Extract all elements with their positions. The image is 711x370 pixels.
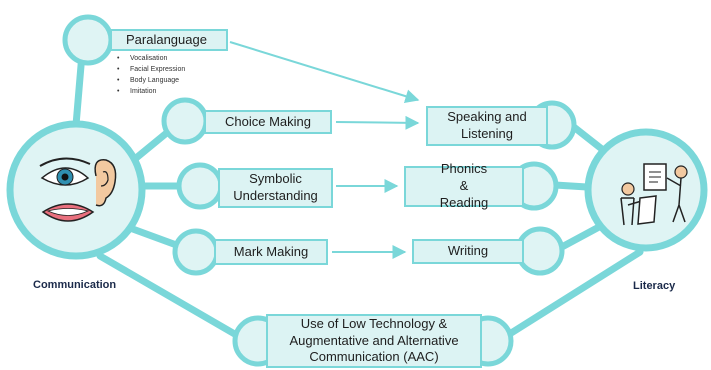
arrow-paralanguage-speaking [229,41,420,103]
list-item: Body Language [117,75,185,86]
mark-making-box: Mark Making [214,239,328,265]
arrow-choice-speaking [335,115,420,130]
eye-ear-mouth-icon [39,157,117,222]
node-circle-symbolic [176,162,224,210]
phonics-reading-box: Phonics & Reading [404,161,524,210]
paralanguage-list: Vocalisation Facial Expression Body Lang… [117,53,185,97]
paralanguage-box: Paralanguage [110,29,228,51]
symbolic-understanding-box: Symbolic Understanding [218,168,333,208]
aac-box: Use of Low Technology & Augmentative and… [266,314,482,368]
communication-label: Communication [33,279,117,291]
choice-making-box: Choice Making [204,110,332,134]
communication-hub [6,120,146,260]
speaking-listening-box: Speaking and Listening [426,106,548,146]
connector-phonics-literacy [551,181,591,191]
list-item: Vocalisation [117,53,185,64]
literacy-label: Literacy [633,280,676,292]
reading-people-icon [620,163,688,226]
list-item: Imitation [117,86,185,97]
node-circle-writing [515,226,565,276]
list-item: Facial Expression [117,64,185,75]
node-circle-paralanguage [62,14,114,66]
connector-aac-literacy [496,248,644,344]
writing-box: Writing [412,239,524,264]
connector-comm-aac [96,252,249,344]
node-circle-choice [161,97,209,145]
node-circle-mark [172,228,220,276]
